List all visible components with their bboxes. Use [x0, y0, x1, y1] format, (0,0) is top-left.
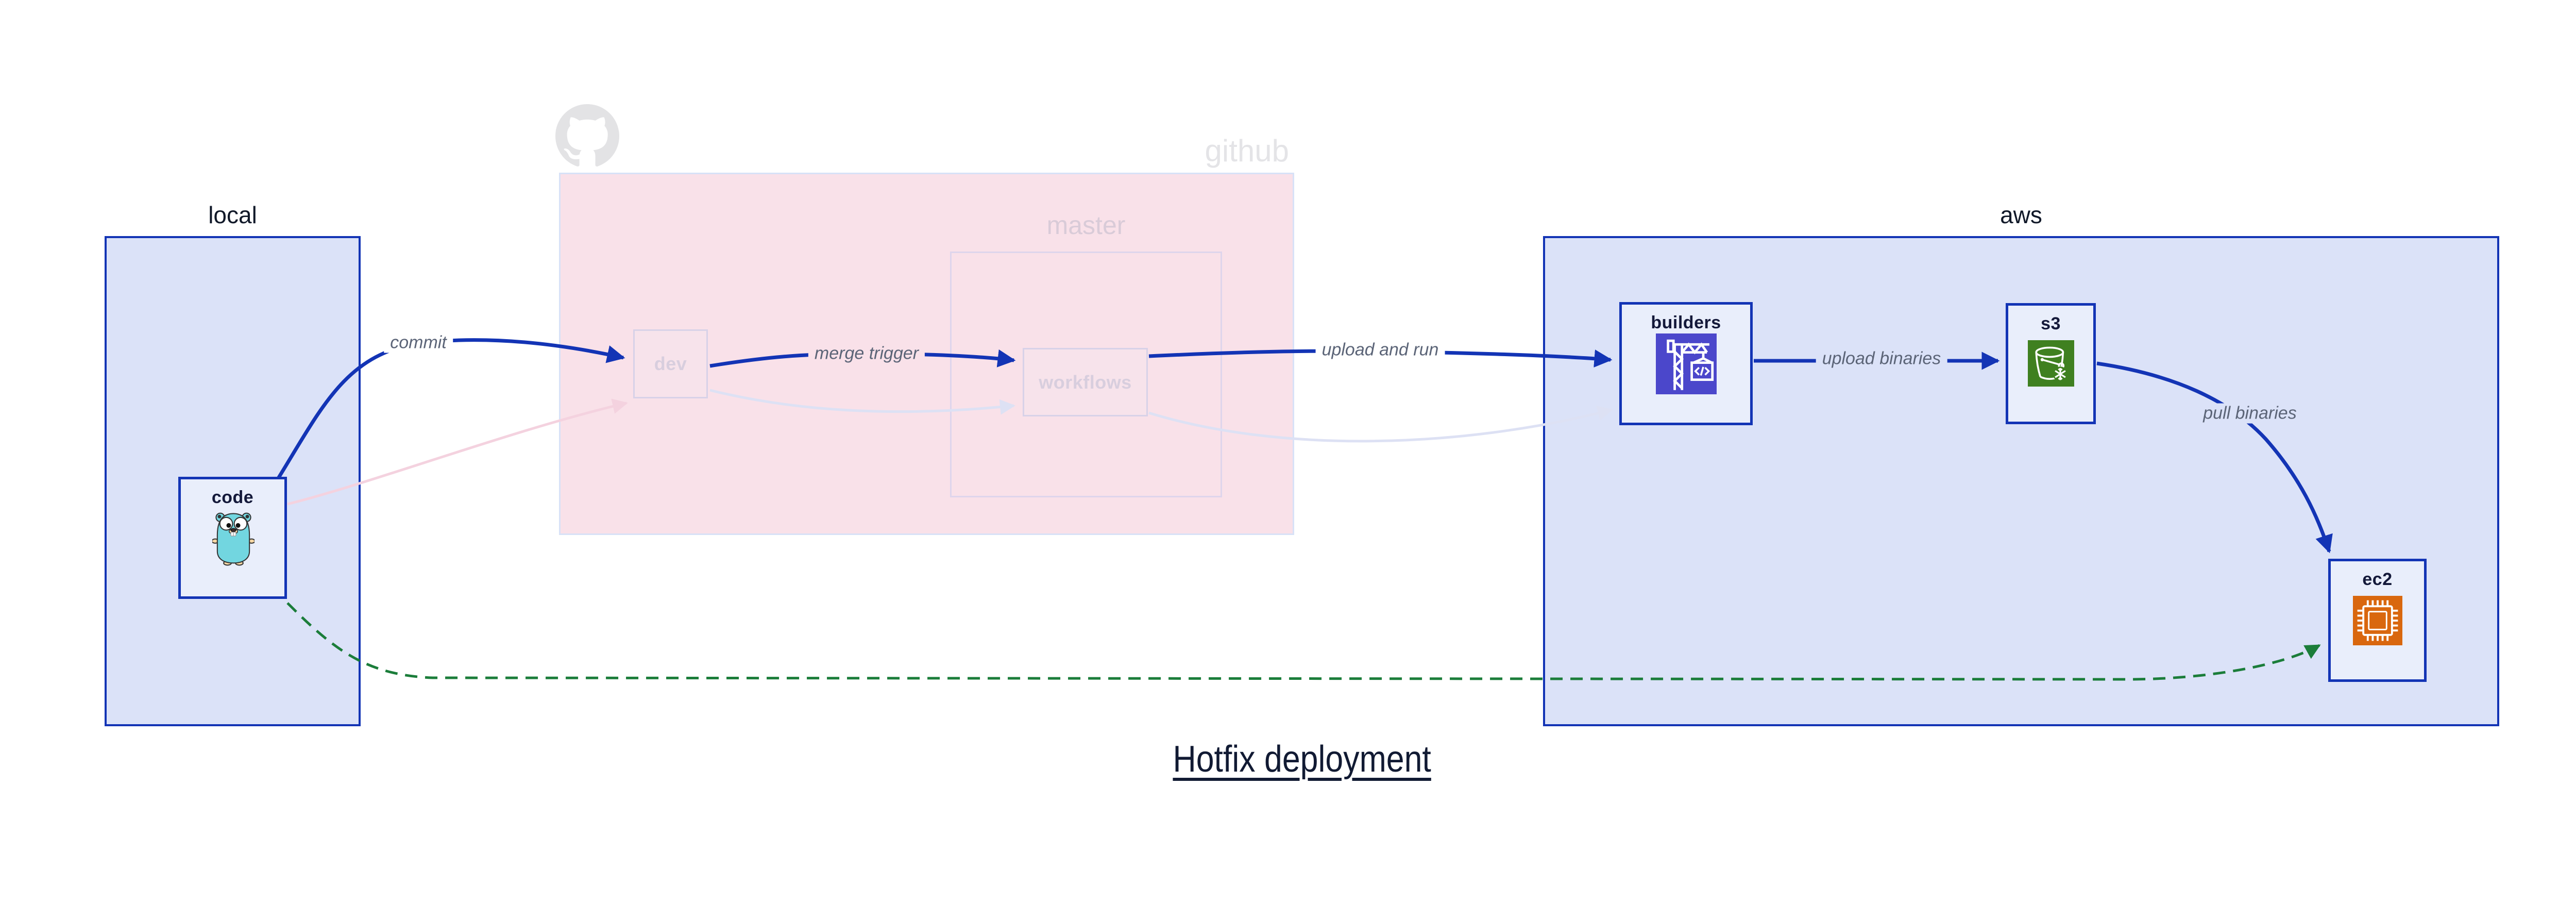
node-dev: dev [633, 329, 708, 398]
node-workflows-label: workflows [1039, 371, 1132, 393]
diagram-title: Hotfix deployment [0, 738, 2576, 780]
edge-label-commit: commit [384, 332, 453, 353]
group-local-label: local [208, 202, 257, 228]
node-builders-label: builders [1651, 313, 1721, 332]
edge-label-merge-trigger: merge trigger [808, 343, 925, 364]
ec2-chip-icon [2353, 596, 2402, 645]
edge-label-pull-binaries: pull binaries [2197, 403, 2303, 424]
edge-label-upload-and-run: upload and run [1315, 340, 1445, 360]
node-s3-label: s3 [2041, 314, 2061, 333]
group-github-label: github [1205, 133, 1289, 168]
node-ec2-label: ec2 [2362, 570, 2393, 589]
edge-label-upload-binaries: upload binaries [1816, 348, 1947, 369]
node-workflows: workflows [1023, 348, 1148, 416]
node-code-label: code [211, 488, 254, 507]
diagram-title-text: Hotfix deployment [1173, 739, 1431, 780]
codebuild-crane-icon [1656, 333, 1717, 394]
s3-bucket-icon [2028, 340, 2074, 387]
github-octocat-icon [555, 104, 619, 166]
node-dev-label: dev [654, 353, 687, 374]
group-master-label: master [1046, 211, 1126, 240]
group-master [950, 252, 1222, 497]
group-aws-label: aws [2000, 202, 2042, 228]
go-gopher-icon [212, 512, 255, 566]
